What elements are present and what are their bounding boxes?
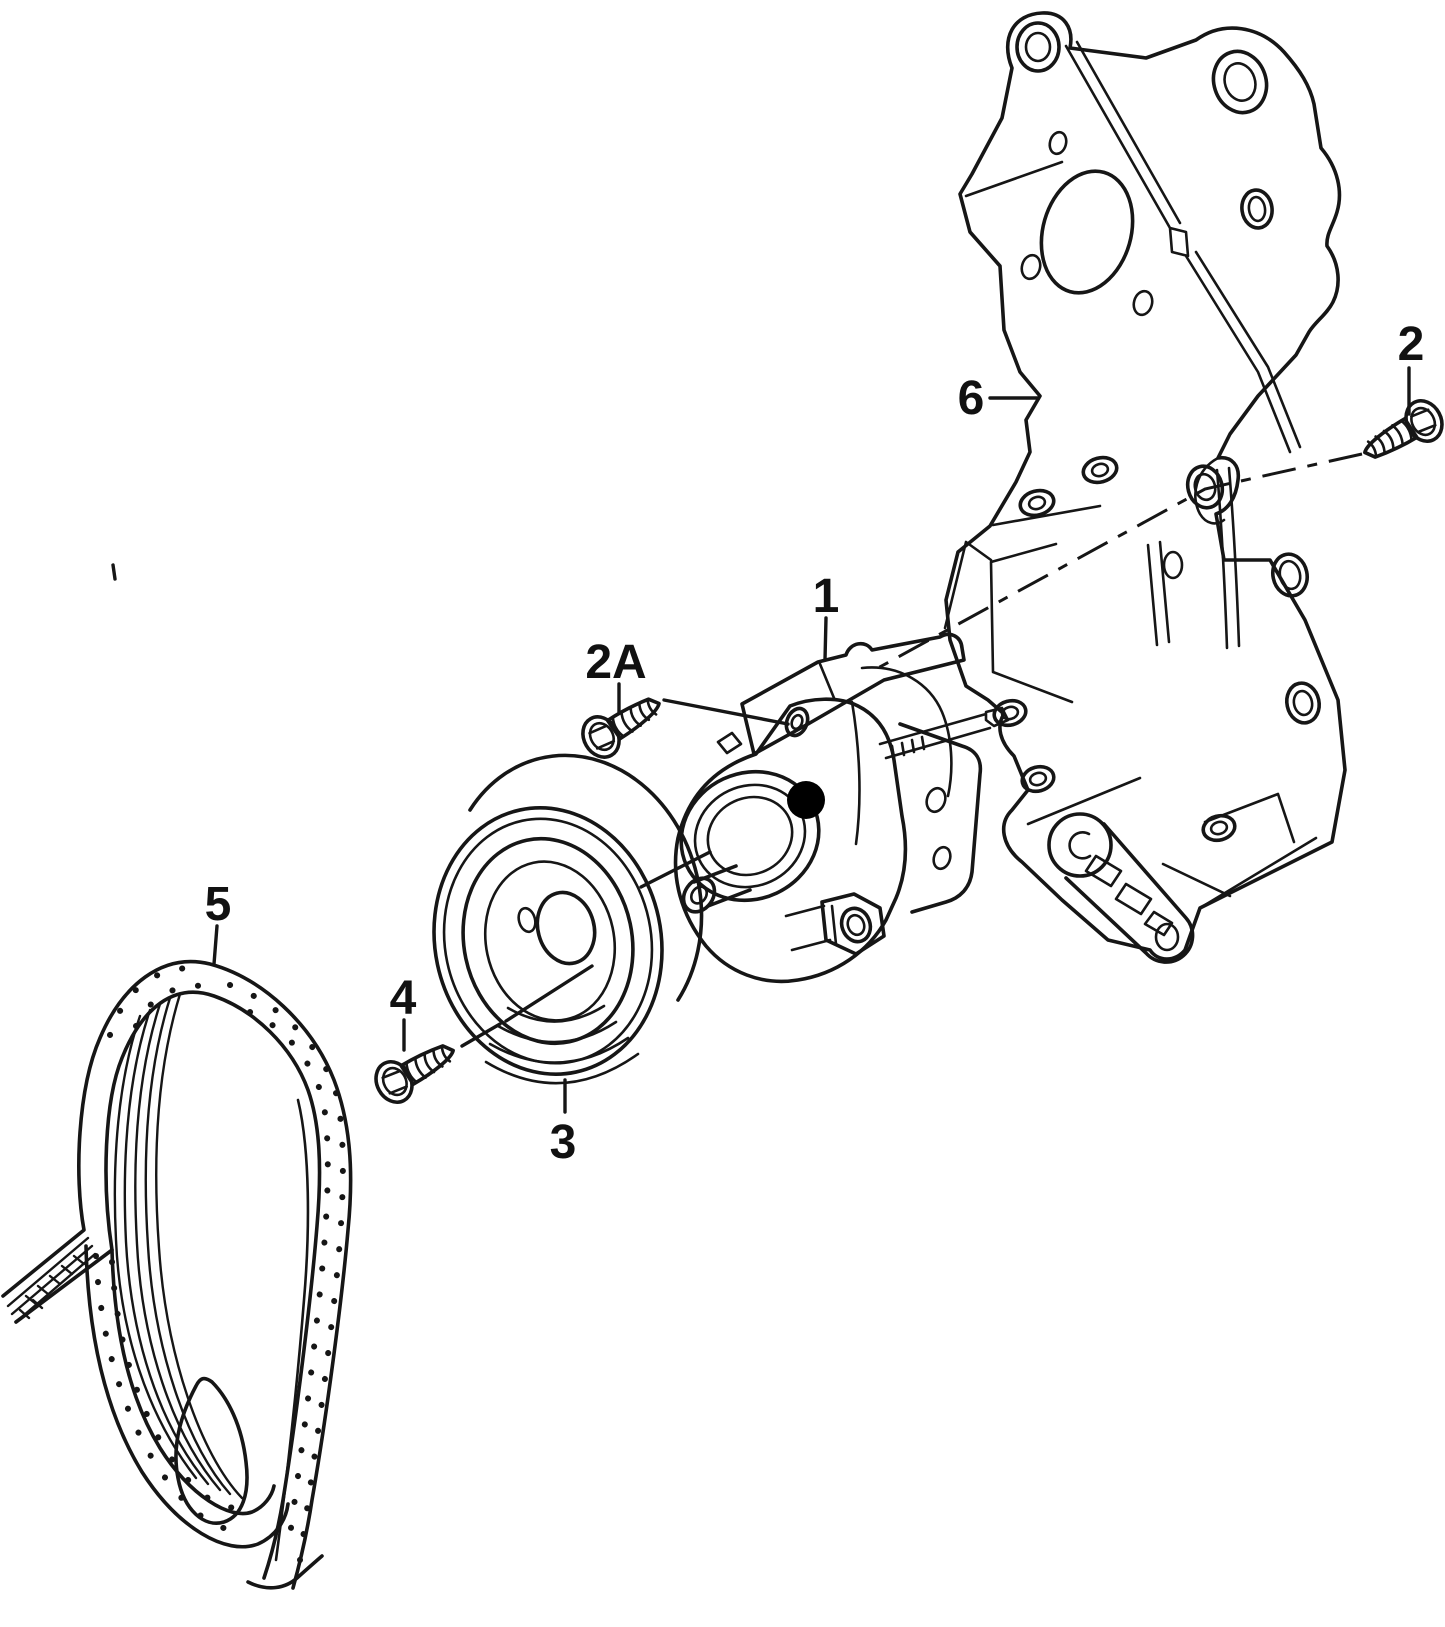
bracket-part-6: [943, 11, 1347, 964]
belt-part-5: [1, 959, 353, 1590]
callout-label-2[interactable]: 2: [1398, 318, 1425, 371]
registration-tick-mark: [111, 563, 117, 581]
pulley-axis-line: [460, 850, 712, 1048]
bolt-part-2a: [581, 697, 661, 759]
belt-dot-texture: [93, 965, 346, 1563]
callout-label-2a[interactable]: 2A: [585, 636, 646, 689]
bracket-holes: [992, 21, 1321, 843]
callout-label-4[interactable]: 4: [390, 972, 417, 1025]
pump-position-marker-dot: [787, 781, 825, 819]
callout-label-3[interactable]: 3: [550, 1116, 577, 1169]
callout-label-5[interactable]: 5: [205, 878, 232, 931]
callout-label-1[interactable]: 1: [813, 570, 840, 623]
leader-line-5: [212, 924, 219, 966]
bolt-part-4: [374, 1044, 455, 1104]
bolt2a-axis-line: [662, 698, 790, 726]
bolt2-axis-dash-line: [877, 452, 1363, 670]
bracket-tensioner-arm: [1047, 812, 1195, 964]
bolt-part-2: [1363, 399, 1444, 459]
pulley-part-3: [432, 753, 704, 1085]
callouts: 1 2 2A 3 4 5 6: [111, 318, 1425, 1169]
pump-part-1: [673, 632, 1010, 984]
leader-line-1: [823, 616, 828, 662]
belt-hatched-end: [6, 1236, 97, 1324]
callout-label-6[interactable]: 6: [958, 372, 985, 425]
